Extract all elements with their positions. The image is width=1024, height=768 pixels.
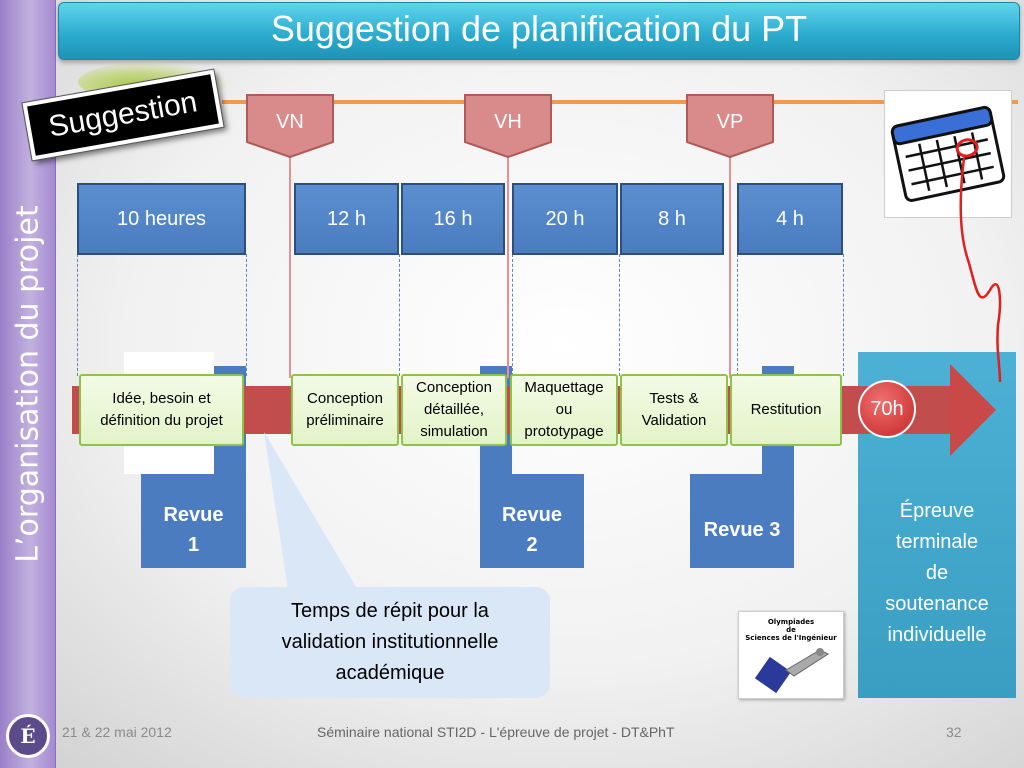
milestone-vp: VP [686,94,774,158]
page-number: 32 [946,724,962,740]
milestone-line-vp [729,150,731,378]
olympiades-text: Olympiades de Sciences de l'Ingénieur [745,618,837,642]
timeline-line [222,100,1018,104]
review-label-3: Revue 3 [703,519,781,541]
phase-box-6: Restitution [730,374,842,446]
side-title: L’organisation du projet [10,205,46,563]
guide-line [246,254,247,376]
footer-date: 21 & 22 mai 2012 [62,724,172,740]
guide-line [737,254,738,376]
guide-line [399,254,400,376]
header-bar [58,2,1020,60]
slide-title: Suggestion de planification du PT [270,8,808,49]
hours-box-3: 16 h [401,183,505,255]
review-box-1-base [141,474,246,568]
project-arrow-head [950,364,996,456]
calendar-icon [890,106,1006,202]
guide-line [512,254,513,376]
milestone-vp-label: VP [717,111,744,133]
hours-box-5: 8 h [620,183,724,255]
hours-box-2: 12 h [294,183,399,255]
review-label-2: Revue 2 [501,504,563,556]
phase-box-4: Maquettage ou prototypage [510,374,618,446]
milestone-line-vh [507,150,509,378]
review-box-3-base [690,474,794,568]
milestone-line-vn [289,150,291,378]
phase-box-2: Conception préliminaire [291,374,399,446]
footer-title: Séminaire national STI2D - L'épreuve de … [317,724,675,740]
callout-box: Temps de répit pour la validation instit… [230,587,550,698]
guide-line [843,254,844,376]
phase-box-5: Tests & Validation [620,374,728,446]
callout-pointer [264,432,358,590]
review-box-2-base [480,474,584,568]
robot-hand-icon [754,648,830,694]
review-label-1: Revue 1 [163,504,224,556]
guide-line [619,254,620,376]
milestone-vn: VN [246,94,334,158]
hours-box-4: 20 h [512,183,618,255]
epreuve-text: Épreuve terminale de soutenance individu… [885,500,989,646]
phase-box-1: Idée, besoin et définition du projet [79,374,244,446]
milestone-vn-label: VN [276,111,304,133]
hours-box-1: 10 heures [77,183,246,255]
total-hours-badge: 70h [858,380,916,438]
milestone-vh-label: VH [494,111,522,133]
education-seal-icon: É [6,714,50,758]
guide-line [77,254,78,376]
pointer-squiggle [959,157,1002,383]
phase-box-3: Conception détaillée, simulation [401,374,507,446]
milestone-vh: VH [464,94,552,158]
hours-box-6: 4 h [737,183,843,255]
